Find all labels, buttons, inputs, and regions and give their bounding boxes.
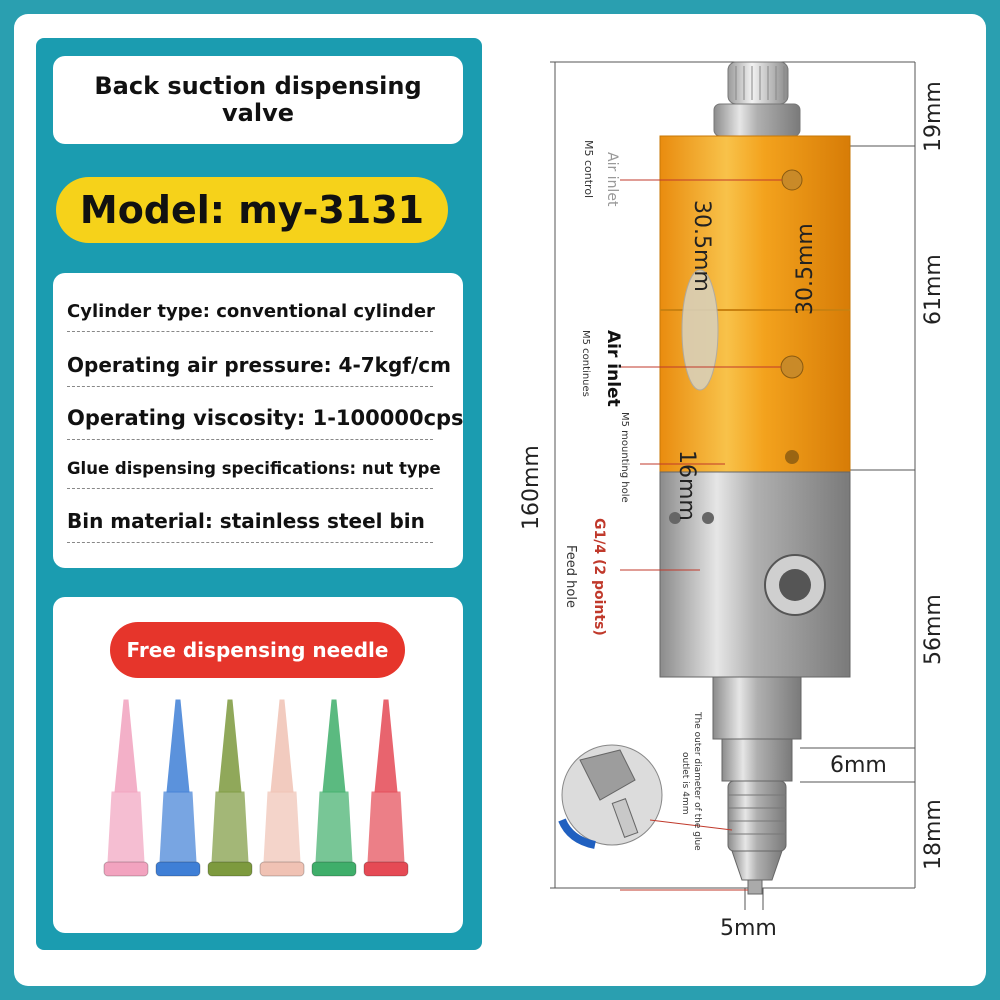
dimension-lines	[550, 61, 916, 910]
label-m5-control: M5 control	[582, 140, 595, 198]
cylinder-body	[659, 135, 851, 473]
dispensing-needle	[207, 699, 253, 877]
stainless-bin	[659, 471, 851, 678]
dim-56mm: 56mm	[921, 594, 946, 665]
needle-section: Free dispensing needle	[53, 597, 463, 933]
valve-diagram: 19mm 61mm 160mm 56mm 18mm 6mm 5mm 30.5mm…	[519, 61, 946, 941]
product-title: Back suction dispensing valve	[53, 56, 463, 144]
dim-30-5mm-side: 30.5mm	[689, 200, 714, 292]
product-title-text: Back suction dispensing valve	[94, 72, 422, 127]
dim-19mm: 19mm	[921, 81, 946, 152]
dim-30-5mm-front: 30.5mm	[793, 223, 818, 315]
adjustment-knob	[713, 61, 801, 137]
label-g1-4: G1/4 (2 points)	[591, 518, 607, 636]
model-badge: Model: my-3131	[56, 177, 448, 243]
dispensing-needle	[155, 699, 201, 877]
label-m5-continues: M5 continues	[580, 330, 591, 397]
divider	[67, 488, 433, 489]
label-outlet-note-2: outlet is 4mm	[680, 752, 690, 814]
free-needle-badge: Free dispensing needle	[110, 622, 405, 678]
dim-160mm: 160mm	[519, 445, 544, 530]
divider	[67, 439, 433, 440]
spec-air-pressure: Operating air pressure: 4-7kgf/cm	[67, 353, 451, 377]
spec-viscosity: Operating viscosity: 1-100000cps	[67, 406, 464, 430]
label-feed-hole: Feed hole	[563, 545, 578, 608]
dim-61mm: 61mm	[921, 254, 946, 325]
leader-lines	[620, 179, 782, 571]
label-outlet-note-1: The outer diameter of the glue	[692, 711, 702, 851]
divider	[67, 542, 433, 543]
model-text: Model: my-3131	[79, 188, 425, 232]
dispensing-needle	[103, 699, 149, 877]
label-air-inlet-mid: Air inlet	[603, 330, 623, 407]
needle-set-image	[103, 699, 409, 877]
outlet-nozzle	[712, 676, 802, 895]
outlet-detail-inset	[558, 744, 748, 891]
divider	[67, 331, 433, 332]
specs-list: Cylinder type: conventional cylinder Ope…	[53, 273, 464, 568]
divider	[67, 386, 433, 387]
dispensing-needle	[259, 699, 305, 877]
dispensing-needle	[311, 699, 357, 877]
spec-bin-material: Bin material: stainless steel bin	[67, 509, 425, 533]
label-m5-mounting-hole: M5 mounting hole	[619, 412, 630, 503]
label-air-inlet-top: Air inlet	[604, 152, 620, 207]
spec-cylinder-type: Cylinder type: conventional cylinder	[67, 301, 435, 322]
dim-6mm: 6mm	[830, 753, 887, 778]
free-needle-text: Free dispensing needle	[126, 638, 389, 662]
dim-5mm: 5mm	[720, 916, 777, 941]
spec-dispensing: Glue dispensing specifications: nut type	[67, 459, 441, 478]
dim-18mm: 18mm	[921, 799, 946, 870]
dispensing-needle	[363, 699, 409, 877]
dim-16mm: 16mm	[674, 450, 699, 521]
